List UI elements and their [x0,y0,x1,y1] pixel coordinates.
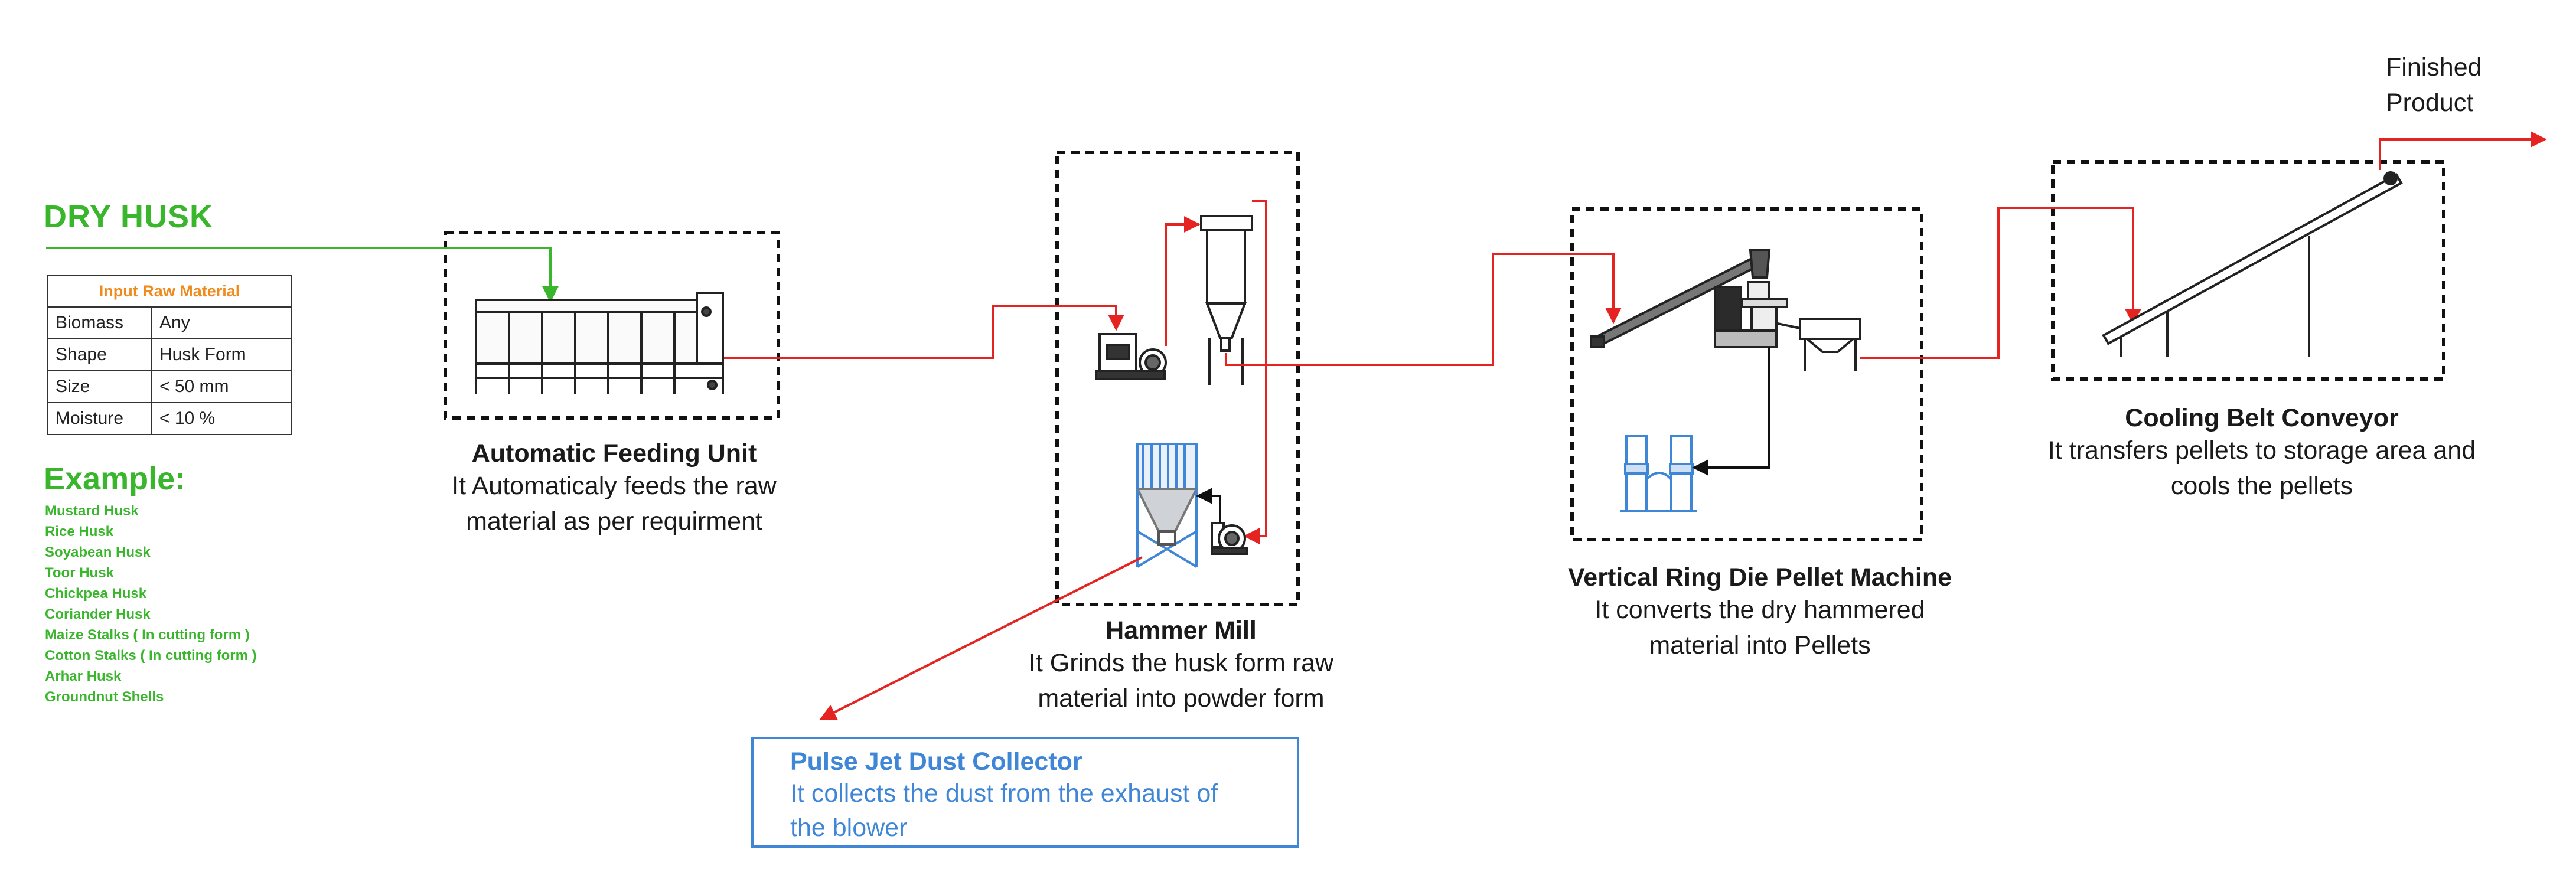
finished-product-label: Finished Product [2386,50,2482,120]
hammer-mill-title: Hammer Mill [1106,616,1257,645]
pellet-grader-icon [1777,318,1861,371]
blower-icon [1211,522,1248,555]
feeding-unit-box [444,231,780,420]
mill-to-pellet-line [1225,253,1622,366]
hammer-mill-desc-line1: It Grinds the husk form raw [1028,649,1334,677]
example-heading: Example: [44,461,186,497]
hammer-mill-box [1055,151,1300,606]
dust-exhaust-line [819,556,1143,720]
table-key: Size [47,370,152,403]
list-item: Chickpea Husk [45,586,147,602]
cooling-conveyor-desc-line1: It transfers pellets to storage area and [2047,436,2476,465]
pellet-to-cooling-line [1860,207,2141,359]
input-heading: DRY HUSK [44,199,214,234]
feeding-unit-caption: Automatic Feeding Unit It Automaticaly f… [413,439,815,539]
cyclone-pair-icon [1620,435,1697,512]
table-value: Husk Form [151,338,292,371]
pellet-machine-title: Vertical Ring Die Pellet Machine [1568,563,1952,592]
list-item: Toor Husk [45,565,114,581]
raw-material-table: Input Raw Material Biomass Any Shape Hus… [47,275,292,435]
dust-collector-callout: Pulse Jet Dust Collector It collects the… [751,737,1299,848]
table-row: Size < 50 mm [47,370,292,403]
pellet-to-cyclone-line [1692,347,1770,476]
list-item: Arhar Husk [45,668,122,684]
table-row: Biomass Any [47,306,292,339]
table-key: Biomass [47,306,152,339]
feeding-unit-desc-line2: material as per requirment [466,507,762,535]
hammer-mill-caption: Hammer Mill It Grinds the husk form raw … [974,616,1388,716]
cooling-conveyor-title: Cooling Belt Conveyor [2125,404,2399,432]
feeder-to-mill-line [724,305,1124,359]
pellet-machine-caption: Vertical Ring Die Pellet Machine It conv… [1512,563,2008,663]
list-item: Groundnut Shells [45,689,164,705]
feeding-unit-desc-line1: It Automaticaly feeds the raw [452,472,777,500]
list-item: Coriander Husk [45,606,151,622]
mill-to-cyclone-line [1165,216,1201,346]
cyclone-to-blower-line [1243,200,1267,544]
list-item: Cotton Stalks ( In cutting form ) [45,648,257,664]
dust-collector-icon [1135,443,1199,568]
cyclone-icon [1200,215,1253,385]
table-value: < 10 % [151,402,292,435]
list-item: Rice Husk [45,524,114,540]
pellet-machine-box [1570,207,1923,541]
table-row: Shape Husk Form [47,338,292,371]
raw-material-table-title: Input Raw Material [47,275,292,308]
finished-product-line1: Finished [2386,53,2482,81]
pellet-feeder-conveyor-icon [1590,249,1771,348]
dust-collector-title: Pulse Jet Dust Collector [790,747,1082,776]
example-list: Mustard Husk Rice Husk Soyabean Husk Too… [45,501,257,707]
blower-to-collector-line [1196,488,1221,523]
table-value: < 50 mm [151,370,292,403]
pellet-machine-desc-line2: material into Pellets [1649,631,1871,659]
dust-collector-desc-line1: It collects the dust from the exhaust of [790,779,1218,808]
finished-product-line2: Product [2386,89,2474,117]
cooling-conveyor-box [2051,160,2445,381]
hammer-mill-desc-line2: material into powder form [1038,684,1325,713]
pellet-machine-icon [1714,281,1788,348]
list-item: Maize Stalks ( In cutting form ) [45,627,250,643]
list-item: Soyabean Husk [45,544,151,560]
dust-collector-desc-line2: the blower [790,814,908,842]
table-value: Any [151,306,292,339]
table-key: Shape [47,338,152,371]
cooling-conveyor-desc-line2: cools the pellets [2170,472,2353,500]
cooling-conveyor-caption: Cooling Belt Conveyor It transfers pelle… [2008,404,2516,504]
hammer-mill-icon [1095,333,1167,380]
feeding-unit-icon [475,292,724,394]
table-key: Moisture [47,402,152,435]
finished-product-line [2379,131,2547,170]
feeding-unit-title: Automatic Feeding Unit [471,439,757,468]
cooling-conveyor-icon [2102,171,2403,357]
list-item: Mustard Husk [45,503,139,519]
pellet-machine-desc-line1: It converts the dry hammered [1594,596,1925,624]
raw-material-feed-line [46,247,559,303]
table-row: Moisture < 10 % [47,402,292,435]
